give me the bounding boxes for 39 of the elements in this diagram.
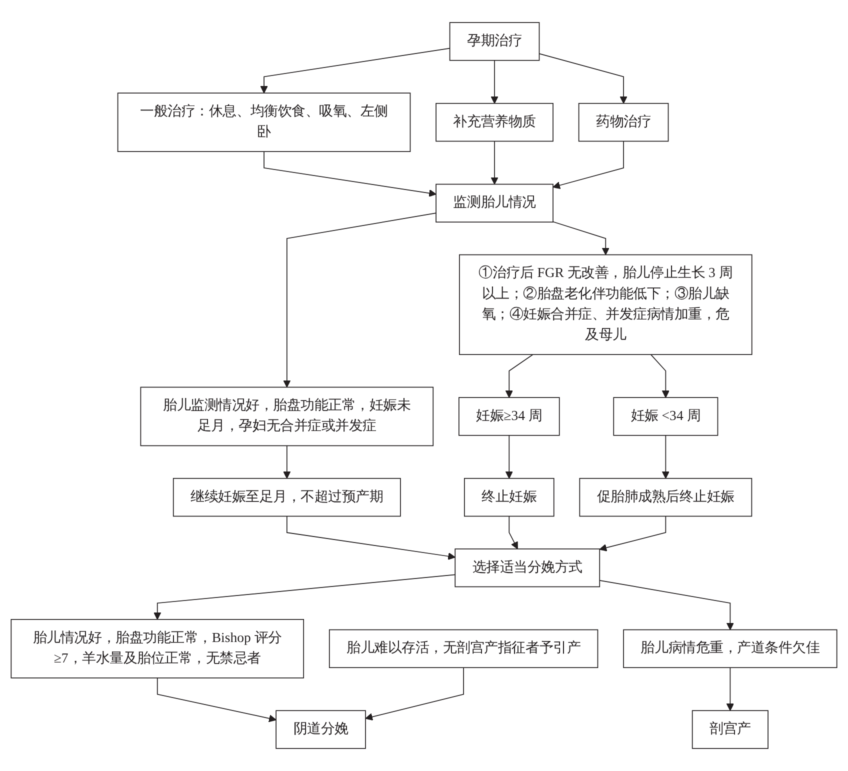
process-box: 孕期治疗 [449, 22, 540, 61]
arrow [599, 516, 666, 552]
arrow [283, 212, 436, 388]
process-box: 胎儿难以存活，无剖宫产指征者予引产 [328, 629, 598, 668]
process-box: 胎儿监测情况好，胎盘功能正常，妊娠未足月，孕妇无合并症或并发症 [140, 386, 434, 446]
process-box: 胎儿情况好，胎盘功能正常，Bishop 评分≥7，羊水量及胎位正常，无禁忌者 [10, 619, 304, 678]
process-box: 药物治疗 [578, 102, 669, 142]
process-box: 妊娠≥34 周 [458, 397, 560, 436]
arrow [490, 60, 498, 104]
arrow [156, 678, 276, 722]
arrow [552, 221, 610, 256]
process-box: 胎儿病情危重，产道条件欠佳 [623, 629, 838, 668]
arrow [490, 140, 498, 185]
arrow [264, 151, 436, 197]
arrow [505, 354, 534, 398]
process-box: 终止妊娠 [464, 478, 554, 517]
arrow [650, 354, 670, 398]
process-box: 监测胎儿情况 [436, 184, 554, 223]
process-box: 促胎肺成熟后终止妊娠 [579, 478, 752, 517]
process-box: 选择适当分娩方式 [454, 548, 600, 588]
process-box: 继续妊娠至足月，不超过预产期 [172, 478, 401, 517]
process-box: 补充营养物质 [436, 102, 554, 142]
arrow [552, 140, 624, 190]
arrow [286, 516, 456, 560]
process-box: ①治疗后 FGR 无改善，胎儿停止生长 3 周以上；②胎盘老化伴功能低下；③胎儿缺氧；④妊娠合并症、并发症病情加重，危及母儿 [459, 254, 752, 355]
arrow [154, 574, 456, 620]
arrow [260, 48, 450, 94]
arrow [599, 580, 734, 630]
arrow [726, 667, 734, 711]
arrow [283, 445, 291, 479]
process-box: 妊娠 <34 周 [613, 397, 718, 436]
process-box: 一般治疗：休息、均衡饮食、吸氧、左侧卧 [117, 92, 411, 152]
arrow [365, 667, 464, 721]
arrow [505, 434, 513, 479]
process-box: 剖宫产 [692, 710, 768, 749]
arrow [538, 53, 628, 104]
arrow [508, 516, 518, 550]
process-box: 阴道分娩 [276, 710, 366, 749]
arrow [662, 434, 670, 479]
